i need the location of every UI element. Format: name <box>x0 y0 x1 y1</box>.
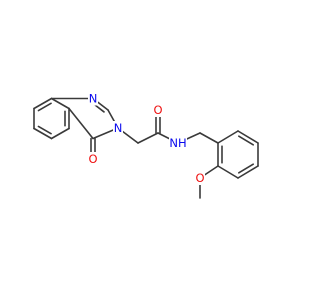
bond-layer <box>33 97 259 199</box>
benzo-bond <box>50 97 70 110</box>
atom-label-o_amide: O <box>153 103 162 117</box>
aryl-double-bond-inner <box>238 135 255 146</box>
aryl-bond <box>217 165 239 179</box>
aryl-double-bond <box>237 165 259 179</box>
atom-label-o_methoxy: O <box>195 171 204 185</box>
benzo-bond <box>50 127 70 140</box>
atom-label-nh: NH <box>169 136 186 150</box>
benzo-double-bond-inner <box>37 102 52 112</box>
molecule-structure: N N O O NH O <box>33 91 259 199</box>
atom-label-background <box>195 171 205 185</box>
benzo-double-bond-inner <box>37 125 52 135</box>
aryl-double-bond <box>237 130 259 144</box>
atom-label-o4: O <box>88 152 97 166</box>
atom-label-n1: N <box>89 92 98 106</box>
aryl-bond <box>217 130 239 144</box>
atom-label-background <box>88 152 98 166</box>
benzo-double-bond <box>33 97 53 110</box>
atom-label-background <box>88 91 98 106</box>
atom-label-layer: N N O O NH O <box>88 91 205 185</box>
chain-bond <box>199 132 219 144</box>
atom-label-background <box>169 136 187 150</box>
atom-label-n3: N <box>114 121 123 135</box>
chain-bond <box>137 132 159 144</box>
atom-label-background <box>153 103 163 117</box>
atom-label-background <box>113 121 123 135</box>
benzo-double-bond <box>33 127 53 140</box>
ring-bond <box>68 107 94 140</box>
aryl-double-bond-inner <box>238 163 255 174</box>
